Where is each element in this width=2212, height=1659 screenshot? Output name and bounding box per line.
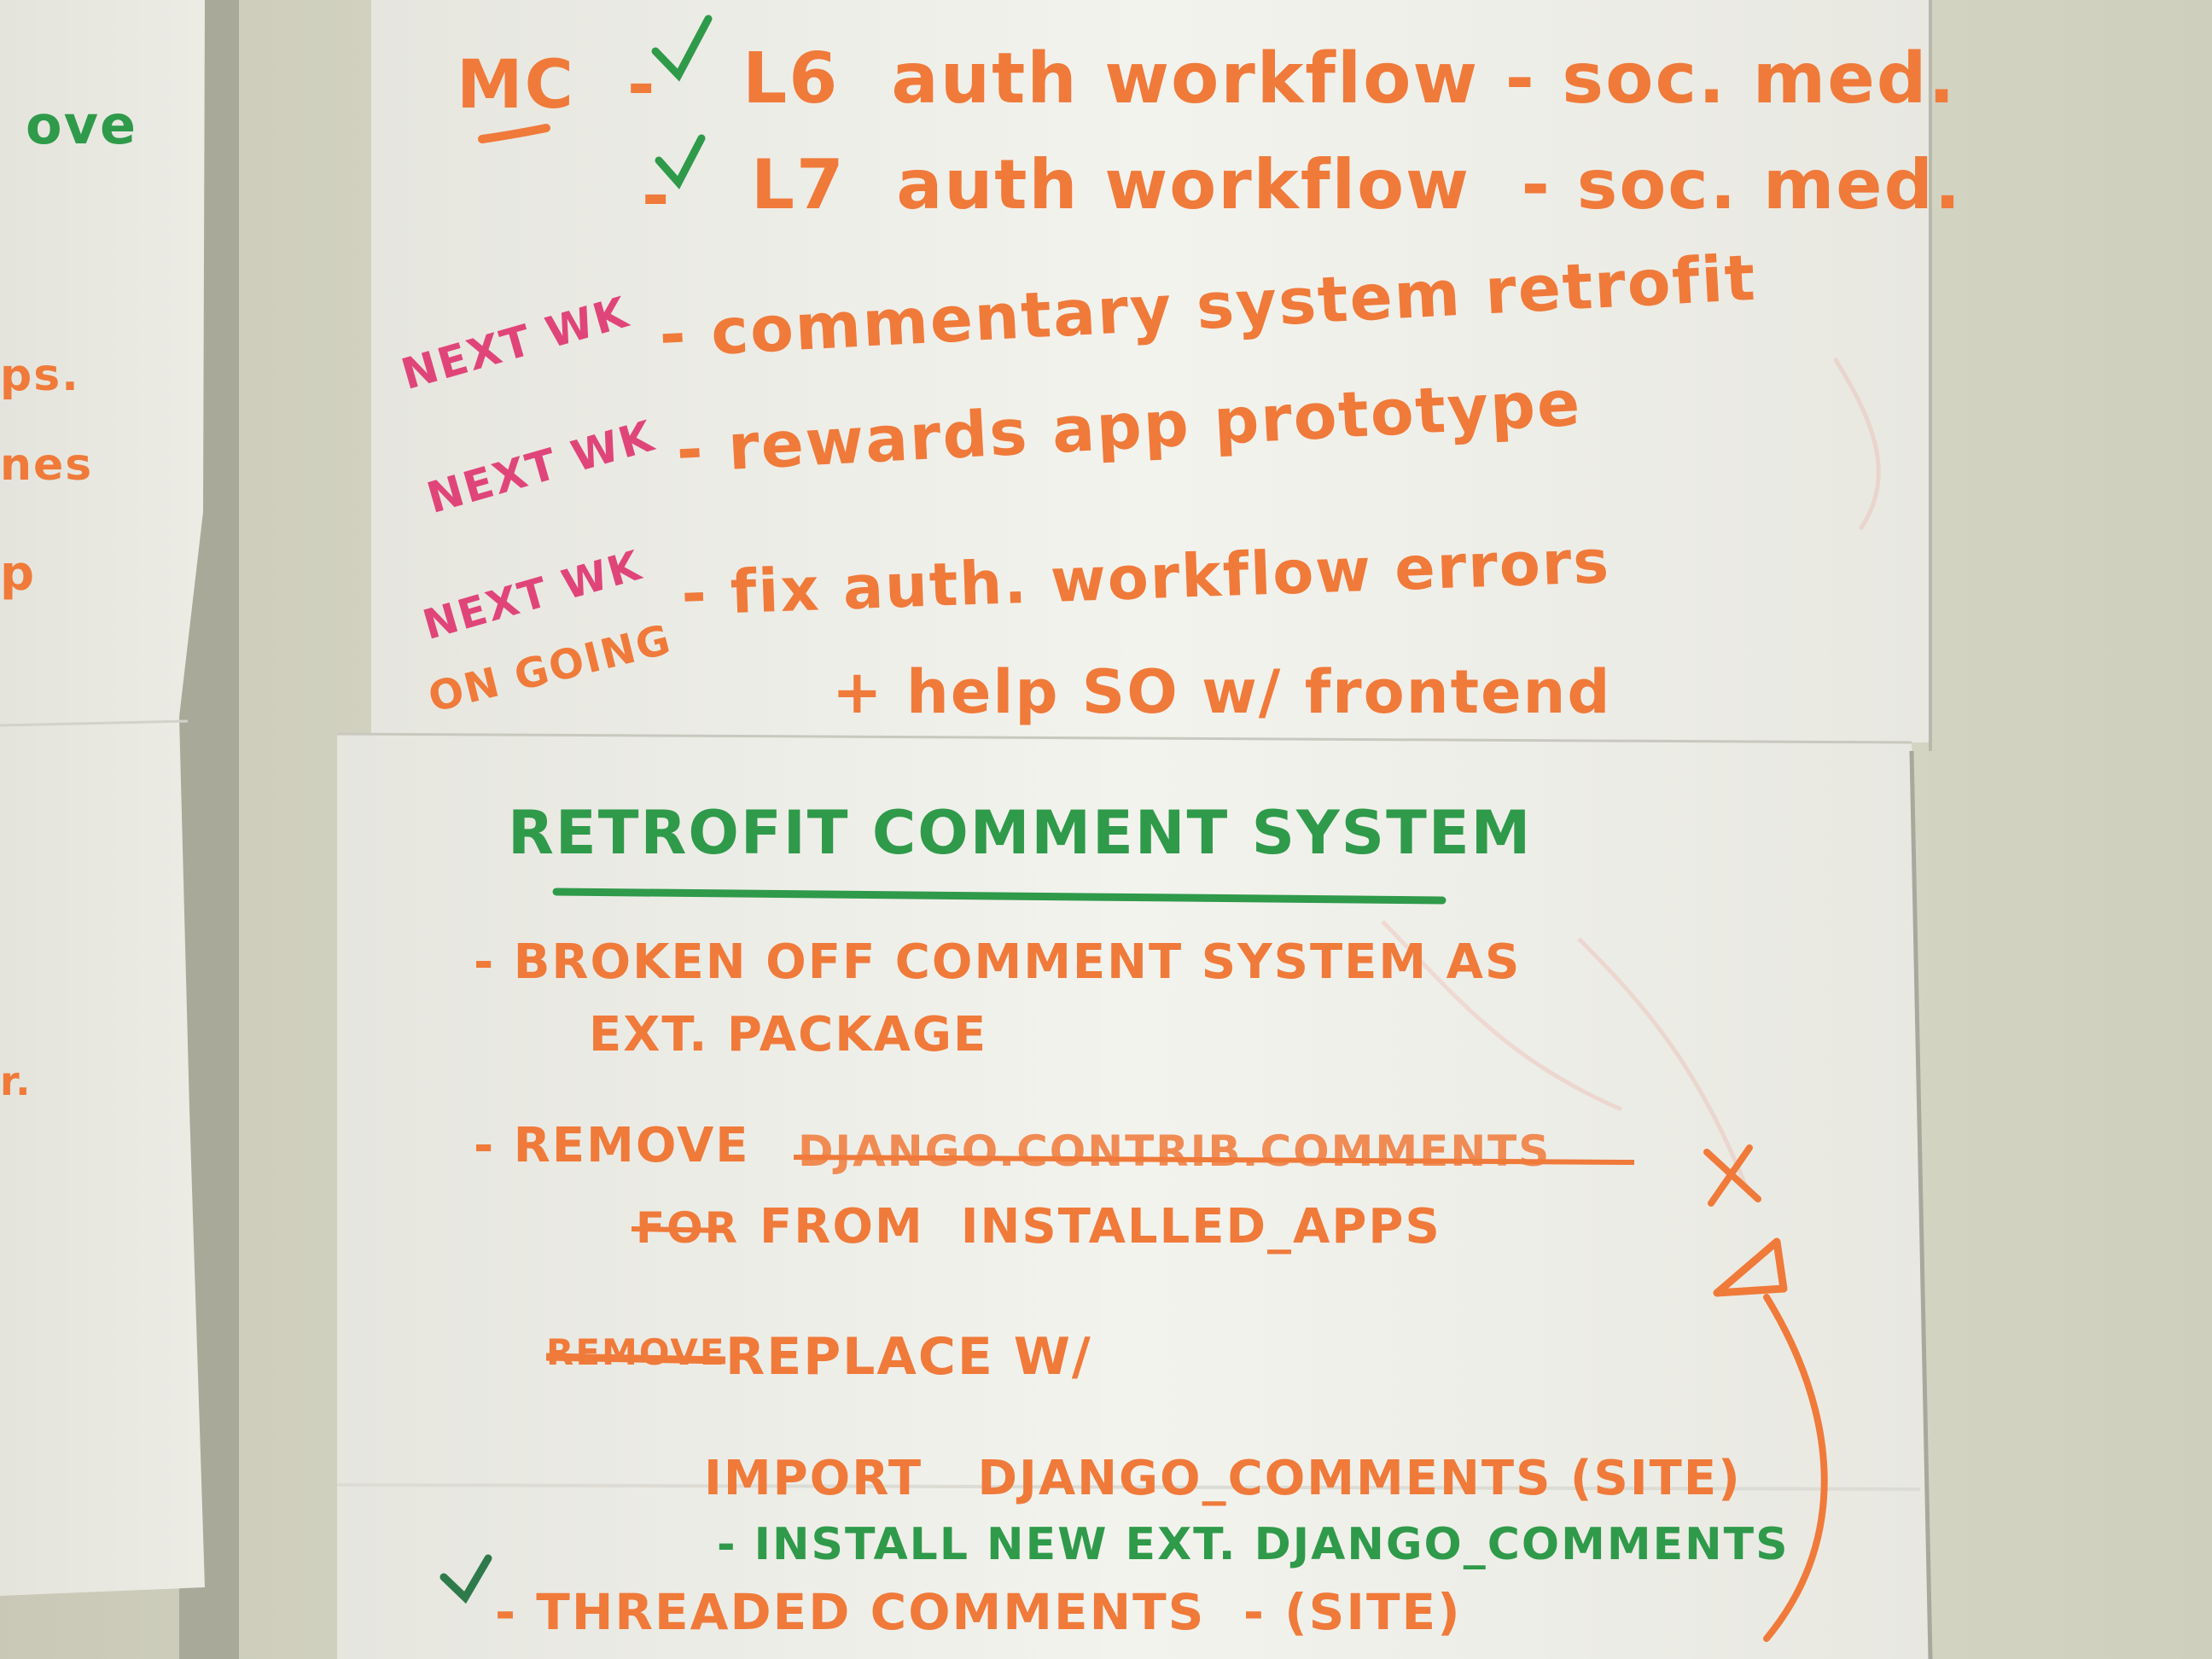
task-dash: - (627, 47, 657, 124)
task-text: L7 auth workflow - soc. med. (751, 145, 1963, 224)
check-icon (439, 1554, 492, 1604)
left-paper-sheet (0, 0, 205, 1596)
triangle-mark (1713, 1237, 1788, 1297)
owner-initials: MC (457, 47, 575, 124)
struck-text: REMOVE (546, 1331, 726, 1373)
list-item: - REMOVE (474, 1118, 750, 1173)
list-item-continued: FROM INSTALLED_APPS (760, 1199, 1441, 1254)
struck-text: DJANGO.CONTRIB.COMMENTS (798, 1126, 1551, 1176)
left-fragment: ove (26, 94, 138, 156)
struck-text: FOR (636, 1203, 740, 1253)
list-item: - INSTALL NEW EXT. DJANGO_COMMENTS (717, 1519, 1790, 1570)
task-dash: - (642, 158, 672, 235)
task-text-continued: + help SO w/ frontend (832, 657, 1612, 727)
task-text: L6 auth workflow - soc. med. (742, 38, 1957, 119)
section-heading: RETROFIT COMMENT SYSTEM (508, 798, 1533, 868)
list-item-continued: EXT. PACKAGE (589, 1007, 988, 1062)
left-fragment: p (0, 546, 37, 602)
left-fragment: r. (0, 1058, 32, 1104)
left-fragment: nes (0, 439, 94, 491)
list-item: REPLACE W/ (725, 1327, 1092, 1387)
arrow-curve (1763, 1294, 1828, 1642)
check-icon (655, 134, 706, 189)
bleed-through-marks (1381, 357, 1881, 1196)
lower-paper-sheet (337, 734, 1930, 1659)
left-fragment: ps. (0, 350, 80, 401)
list-item: - THREADED COMMENTS - (SITE) (495, 1583, 1462, 1641)
heading-underline (552, 888, 1447, 905)
list-item: - BROKEN OFF COMMENT SYSTEM AS (474, 934, 1522, 990)
margin-x-mark (1703, 1144, 1761, 1207)
list-item: IMPORT DJANGO_COMMENTS (SITE) (704, 1451, 1742, 1506)
check-icon (651, 15, 713, 82)
upper-paper-sheet (371, 0, 1930, 751)
